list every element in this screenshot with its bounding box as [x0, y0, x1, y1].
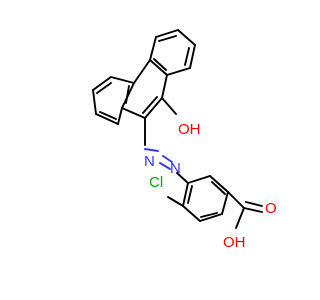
azo-n2-label: N — [170, 160, 181, 177]
bond — [110, 76, 135, 84]
bond — [133, 59, 151, 84]
bond — [221, 191, 229, 215]
bond — [95, 113, 119, 125]
bond — [189, 44, 196, 69]
bond — [209, 175, 229, 193]
benzene-ring — [182, 175, 229, 222]
bond — [125, 85, 130, 104]
azo-n1-label: N — [144, 153, 155, 170]
bond — [99, 111, 117, 120]
chemical-structure-diagram: OH N N Cl O OH — [92, 29, 277, 251]
bond — [199, 213, 223, 222]
bond — [96, 82, 112, 94]
carboxyl-oh-label: OH — [223, 234, 246, 251]
bond — [161, 97, 177, 115]
bond — [187, 175, 211, 184]
bond — [187, 185, 193, 204]
bond — [159, 162, 171, 170]
bond — [176, 172, 189, 184]
bond — [149, 59, 168, 76]
bond — [158, 35, 177, 42]
bond — [184, 47, 190, 66]
bond — [142, 96, 158, 114]
bond — [166, 67, 191, 76]
bond — [117, 107, 123, 125]
bond — [235, 207, 245, 229]
hydroxyl-label: OH — [178, 121, 201, 138]
bond — [92, 76, 112, 91]
bond — [182, 182, 189, 207]
bond — [153, 58, 167, 71]
bond — [177, 29, 196, 46]
carboxyl-o-label: O — [265, 200, 277, 217]
bond — [182, 205, 201, 222]
bond — [155, 29, 179, 38]
bond — [200, 212, 218, 218]
bond — [245, 201, 263, 207]
bond — [227, 191, 245, 209]
bond — [162, 155, 173, 163]
bond — [167, 196, 184, 207]
azo-linkage: N N — [144, 117, 189, 184]
phenanthrene-upper-ring — [149, 29, 196, 76]
bond — [243, 207, 263, 213]
chlorine-label: Cl — [149, 174, 163, 191]
carboxyl-group: O OH — [223, 191, 277, 251]
bond — [144, 97, 163, 119]
bond — [144, 148, 159, 152]
bond — [92, 89, 97, 115]
phenanthrene-left-ring — [92, 76, 135, 125]
bond — [149, 36, 157, 61]
bond — [161, 74, 168, 99]
bond — [211, 181, 226, 195]
bond — [121, 107, 146, 119]
